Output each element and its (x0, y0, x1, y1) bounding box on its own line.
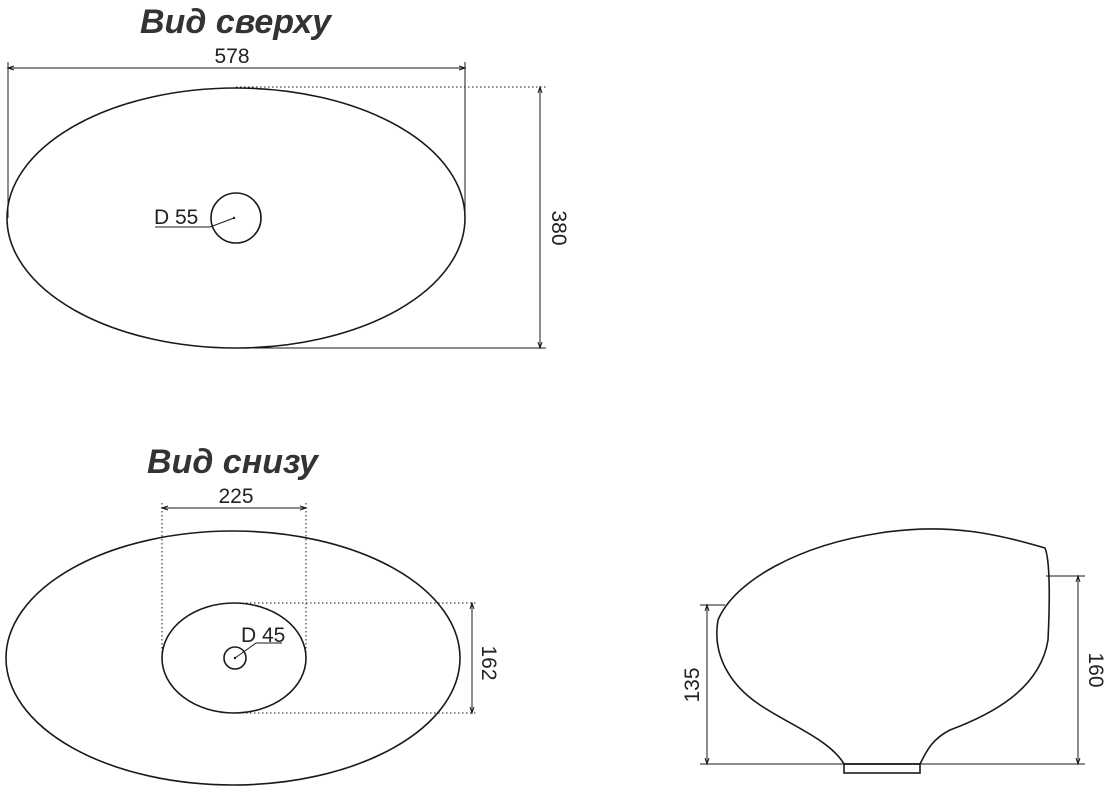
top-view-width-label: 578 (214, 45, 249, 68)
top-view-drain-circle (210, 192, 262, 244)
side-view-foot (843, 763, 921, 774)
top-view-depth-label: 380 (547, 210, 570, 245)
side-view: 135 160 (681, 528, 1107, 774)
side-view-total-arrow-bottom (1075, 757, 1081, 766)
top-view: Вид сверху D 55 578 380 (6, 3, 570, 350)
side-view-total-arrow-top (1075, 574, 1081, 583)
side-view-bowl-profile (716, 528, 1051, 765)
side-view-wall-arrow-bottom (704, 757, 710, 766)
side-view-total-label: 160 (1084, 652, 1107, 687)
bottom-view-bowl-outline (5, 530, 461, 786)
top-view-drain-leader (155, 217, 235, 228)
bottom-view-drain-leader (234, 642, 282, 659)
bottom-view-width-arrow-left (160, 505, 169, 511)
bottom-view-width-label: 225 (218, 485, 253, 508)
top-view-depth-arrow-top (537, 85, 543, 94)
bottom-view-depth-arrow-top (469, 601, 475, 610)
bottom-view-depth-arrow-bottom (469, 706, 475, 715)
top-view-bowl-outline (6, 87, 466, 349)
bottom-view-drain-label: D 45 (241, 624, 285, 647)
bottom-view-drain-circle (223, 646, 247, 670)
top-view-drain-label: D 55 (154, 206, 198, 229)
side-view-wall-label: 135 (681, 667, 704, 702)
top-view-depth-arrow-bottom (537, 341, 543, 350)
bottom-view: Вид снизу D 45 225 162 (5, 443, 500, 786)
bottom-view-width-arrow-right (299, 505, 308, 511)
side-view-wall-arrow-top (704, 603, 710, 612)
bottom-view-depth-label: 162 (477, 645, 500, 680)
top-view-title: Вид сверху (140, 3, 333, 41)
top-view-width-arrow-left (6, 65, 15, 71)
top-view-width-arrow-right (458, 65, 467, 71)
bottom-view-title: Вид снизу (147, 443, 320, 481)
